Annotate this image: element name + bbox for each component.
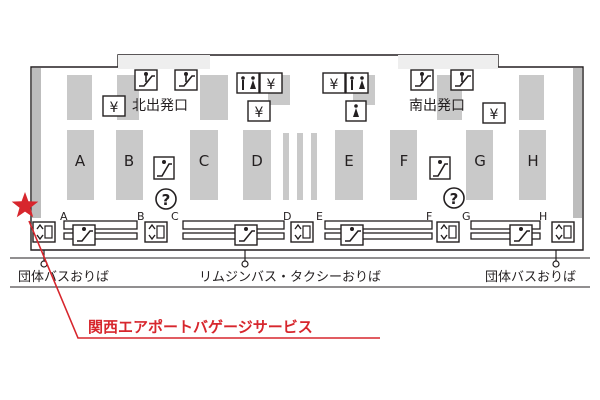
elevator-icon (436, 221, 460, 243)
svg-text:?: ? (162, 191, 171, 209)
escalator-icon (234, 224, 258, 246)
callout-label: 関西エアポートバゲージサービス (88, 318, 313, 336)
bus-stop-left-label: 団体バスおりば (18, 270, 109, 285)
bus-stop-right-label: 団体バスおりば (485, 270, 576, 285)
escalator-icon (153, 156, 175, 180)
callout-leader-line (28, 220, 380, 339)
restroom-icon (345, 100, 367, 122)
entrance-bars-lower (63, 232, 541, 240)
entrance-bars (63, 220, 541, 230)
counter-island-G (466, 130, 493, 200)
counter-label-B: B (124, 152, 134, 170)
escalator-icon (450, 69, 474, 91)
elevator-icon (144, 221, 168, 243)
counter-label-A: A (75, 152, 86, 170)
yen-icon: ¥ (322, 72, 346, 94)
info-icon: ? (443, 187, 465, 209)
elevator-icon (290, 221, 314, 243)
counter-label-H: H (527, 152, 538, 170)
entrance-label-C: C (171, 210, 179, 223)
escalator-icon (429, 156, 451, 180)
center-gates (283, 133, 317, 200)
left-wall-band (32, 68, 41, 218)
counter-label-F: F (400, 152, 409, 170)
entrance-label-G: G (462, 210, 471, 223)
star-icon (11, 192, 39, 218)
svg-text:¥: ¥ (330, 77, 339, 93)
escalator-icon (174, 69, 198, 91)
counter-letters: A B C D E F G H (75, 152, 539, 170)
right-wall-band (573, 68, 582, 218)
escalator-icon (410, 69, 434, 91)
svg-text:¥: ¥ (267, 77, 276, 93)
counter-label-E: E (344, 152, 353, 170)
counter-islands (67, 130, 546, 200)
yen-icon: ¥ (247, 100, 271, 122)
south-exit-label: 南出発口 (409, 98, 465, 114)
escalator-icon (509, 224, 533, 246)
entrance-letters: A B C D E F G H (60, 210, 547, 223)
elevator-icon (551, 221, 575, 243)
svg-text:¥: ¥ (490, 107, 499, 123)
svg-text:¥: ¥ (255, 105, 264, 121)
entrance-label-E: E (316, 210, 323, 223)
counter-island-H (519, 130, 546, 200)
counter-label-D: D (251, 152, 263, 170)
yen-icon: ¥ (102, 95, 126, 117)
north-exit-label: 北出発口 (132, 98, 188, 114)
info-icon: ? (155, 188, 177, 210)
entrance-label-A: A (60, 210, 68, 223)
counter-island-F (390, 130, 417, 200)
counter-island-D (243, 130, 271, 200)
svg-text:¥: ¥ (110, 100, 119, 116)
entrance-label-D: D (283, 210, 291, 223)
counter-island-C (190, 130, 218, 200)
south-exit-hall (398, 55, 498, 69)
counter-island-A (67, 130, 94, 200)
escalator-icon (340, 224, 364, 246)
entrance-label-H: H (539, 210, 547, 223)
svg-text:?: ? (450, 190, 459, 208)
entrance-label-F: F (426, 210, 432, 223)
counter-island-E (335, 130, 363, 200)
counter-island-B (116, 130, 143, 200)
north-exit-hall (118, 55, 210, 69)
counter-label-C: C (199, 152, 209, 170)
counter-label-G: G (474, 152, 486, 170)
restroom-icon (236, 72, 260, 94)
yen-icon: ¥ (259, 72, 283, 94)
escalator-icon (72, 224, 96, 246)
entrance-label-B: B (137, 210, 145, 223)
bus-stop-center-label: リムジンバス・タクシーおりば (199, 270, 381, 285)
yen-icon: ¥ (482, 102, 506, 124)
restroom-icon (345, 72, 369, 94)
escalator-icon (134, 69, 158, 91)
